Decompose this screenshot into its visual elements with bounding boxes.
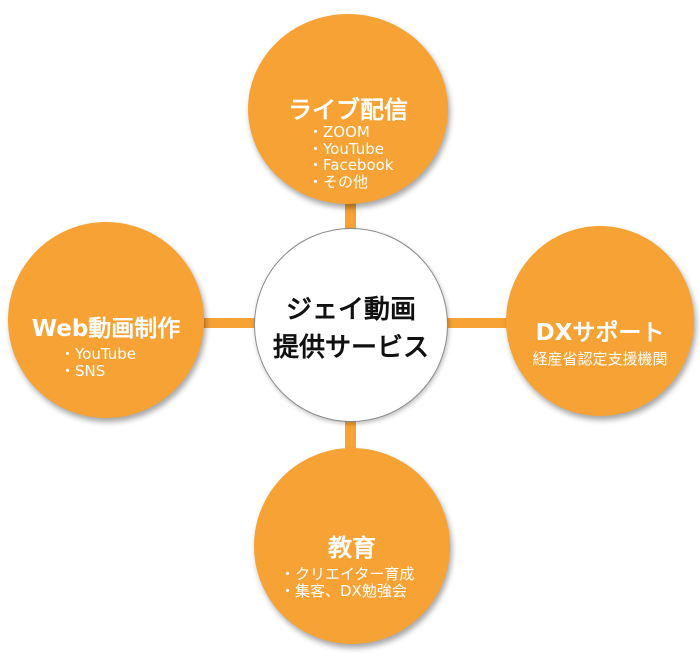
center-node: ジェイ動画 提供サービス [254,228,448,422]
node-education: 教育 ・クリエイター育成 ・集客、DX勉強会 [254,448,450,644]
node-dx-support-subtitle: 経産省認定支援機関 [532,350,668,368]
connector-left [195,318,257,328]
center-title-line-1: ジェイ動画 [285,295,416,325]
list-item: ・YouTube [308,139,384,158]
list-item: ・その他 [308,172,369,191]
node-dx-support-title: DXサポート [535,320,665,346]
connector-bottom [345,418,356,460]
node-dx-support: DXサポート 経産省認定支援機関 [506,226,694,416]
list-item: ・SNS [60,362,106,380]
node-live-streaming-title: ライブ配信 [288,96,408,124]
node-education-list: ・クリエイター育成 ・集客、DX勉強会 [280,566,414,600]
connector-right [446,318,514,328]
node-web-video-list: ・YouTube ・SNS [60,346,136,380]
list-item: ・ZOOM [308,123,370,141]
list-item: ・YouTube [60,345,136,363]
list-item: ・集客、DX勉強会 [280,582,407,600]
node-education-title: 教育 [328,534,376,562]
node-web-video: Web動画制作 ・YouTube ・SNS [8,222,204,418]
list-item: ・Facebook [308,156,394,174]
node-live-streaming: ライブ配信 ・ZOOM ・YouTube ・Facebook ・その他 [248,14,448,204]
connector-top [345,190,356,232]
center-title-line-2: 提供サービス [272,333,429,363]
node-live-streaming-list: ・ZOOM ・YouTube ・Facebook ・その他 [308,124,393,190]
list-item: ・クリエイター育成 [280,565,415,583]
node-web-video-title: Web動画制作 [31,316,181,342]
